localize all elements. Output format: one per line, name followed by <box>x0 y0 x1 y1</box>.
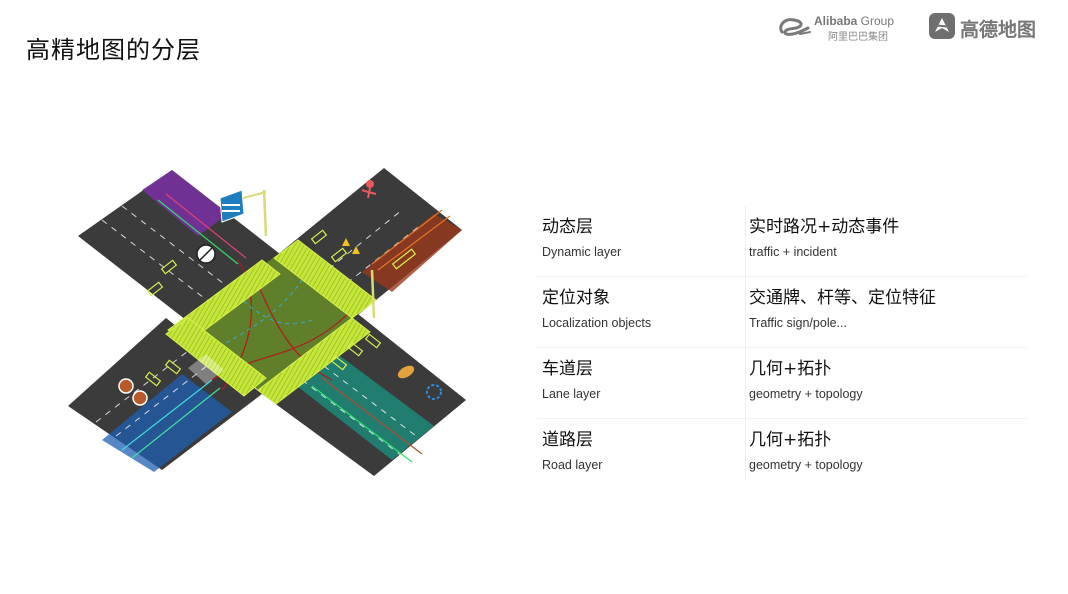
layer-name-cell: 车道层 Lane layer <box>542 354 600 401</box>
crosswalk-south <box>165 317 267 397</box>
road-arm-nw <box>78 170 280 320</box>
layer-content-en: traffic + incident <box>749 245 837 259</box>
layer-name-cn: 动态层 <box>542 217 593 237</box>
layer-row-road: 道路层 Road layer 几何+拓扑 geometry + topology <box>537 418 1027 489</box>
lane-layer-overlay-sw <box>102 374 232 472</box>
layer-content-cn: 实时路况+动态事件 <box>749 217 900 237</box>
lane-objects <box>144 229 417 387</box>
lane-layer-overlay-se <box>284 344 434 460</box>
layer-content-cell: 交通牌、杆等、定位特征 Traffic sign/pole... <box>749 283 936 330</box>
intersection-illustration <box>68 168 466 476</box>
layer-content-cell: 几何+拓扑 geometry + topology <box>749 354 863 401</box>
layer-name-cell: 道路层 Road layer <box>542 425 602 472</box>
alibaba-wordmark: Alibaba Group <box>814 14 895 28</box>
layer-content-cell: 实时路况+动态事件 traffic + incident <box>749 212 899 259</box>
layer-content-en: geometry + topology <box>749 458 863 472</box>
layer-row-dynamic: 动态层 Dynamic layer 实时路况+动态事件 traffic + in… <box>537 206 1027 276</box>
amap-arrow-icon <box>929 13 955 39</box>
layer-table: 动态层 Dynamic layer 实时路况+动态事件 traffic + in… <box>537 206 1027 489</box>
prohibition-sign-icon <box>196 244 216 264</box>
layer-content-cell: 几何+拓扑 geometry + topology <box>749 425 863 472</box>
highlight-patch <box>188 354 224 384</box>
layer-name-en: Dynamic layer <box>542 245 622 259</box>
parking-incident-icon <box>426 384 442 400</box>
alibaba-e-mark-icon <box>779 18 811 36</box>
accident-incident-icon <box>397 365 415 379</box>
dynamic-layer-overlay <box>142 170 228 236</box>
layer-content-cn: 交通牌、杆等、定位特征 <box>749 288 936 308</box>
crosswalk-north <box>273 239 377 319</box>
layer-name-en: Road layer <box>542 458 603 472</box>
crosswalk-east <box>257 317 371 405</box>
layer-name-cn: 车道层 <box>542 359 593 379</box>
layer-content-cn: 几何+拓扑 <box>749 430 832 450</box>
layer-row-lane: 车道层 Lane layer 几何+拓扑 geometry + topology <box>537 347 1027 418</box>
speed-limit-signs <box>118 378 148 406</box>
amap-logo: 高德地图 <box>928 12 1048 42</box>
layer-content-en: geometry + topology <box>749 387 863 401</box>
table-divider <box>745 206 746 480</box>
lane-topology-lines <box>121 193 451 463</box>
layer-name-cn: 道路层 <box>542 430 593 450</box>
traffic-sign <box>219 189 268 237</box>
layer-content-cn: 几何+拓扑 <box>749 359 832 379</box>
layer-name-en: Lane layer <box>542 387 601 401</box>
layer-content-en: Traffic sign/pole... <box>749 316 847 330</box>
alibaba-group-logo: Alibaba Group 阿里巴巴集团 <box>778 14 910 43</box>
page-title: 高精地图的分层 <box>26 36 201 64</box>
cone-incident-icon <box>342 238 360 254</box>
layer-row-localization: 定位对象 Localization objects 交通牌、杆等、定位特征 Tr… <box>537 276 1027 347</box>
layer-name-cell: 动态层 Dynamic layer <box>542 212 621 259</box>
layer-name-cell: 定位对象 Localization objects <box>542 283 651 330</box>
alibaba-cn-wordmark: 阿里巴巴集团 <box>828 32 888 43</box>
pedestrian-incident-icon <box>361 180 377 199</box>
layer-name-cn: 定位对象 <box>542 288 610 308</box>
sign-pole-east <box>370 269 376 319</box>
dynamic-traffic-overlay <box>362 214 462 292</box>
lane-lines <box>95 205 425 457</box>
layer-name-en: Localization objects <box>542 316 652 330</box>
amap-wordmark: 高德地图 <box>960 19 1037 41</box>
